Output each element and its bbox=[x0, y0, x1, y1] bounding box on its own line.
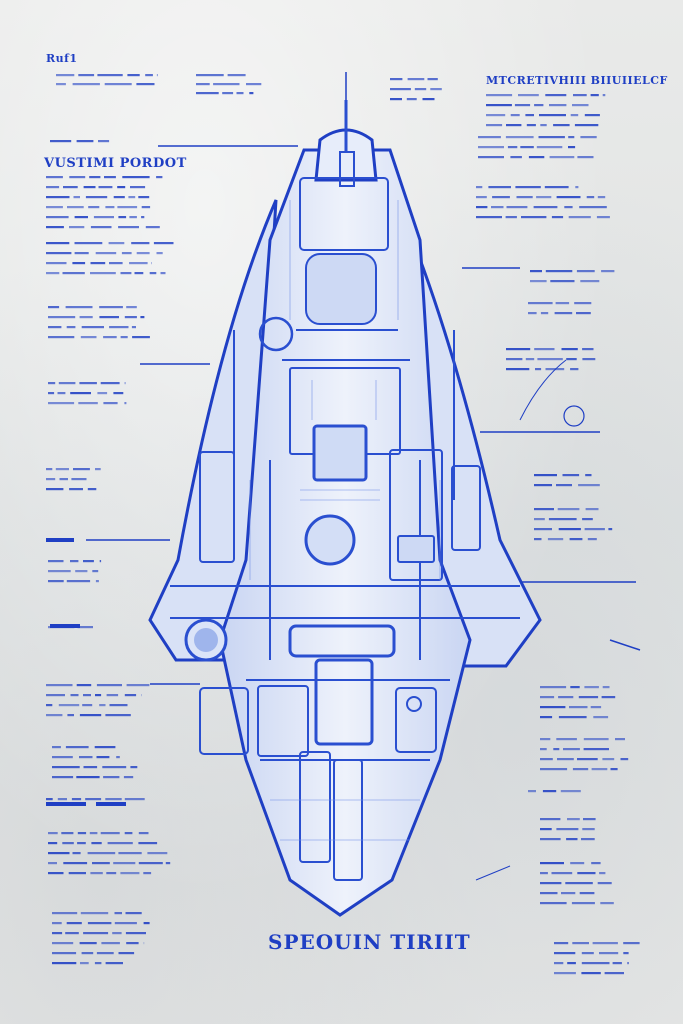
top-left-label: Ruf1 bbox=[46, 52, 78, 65]
bottom-title: SPEOUIN TIRIIT bbox=[268, 930, 471, 954]
left-section-heading: VUSTIMI PORDOT bbox=[44, 156, 187, 171]
leader-lines bbox=[86, 72, 641, 881]
hull-details bbox=[170, 100, 520, 881]
right-section-heading: MTCRETIVHIII BIIUIIELCF bbox=[486, 74, 668, 87]
hatching bbox=[249, 200, 441, 841]
